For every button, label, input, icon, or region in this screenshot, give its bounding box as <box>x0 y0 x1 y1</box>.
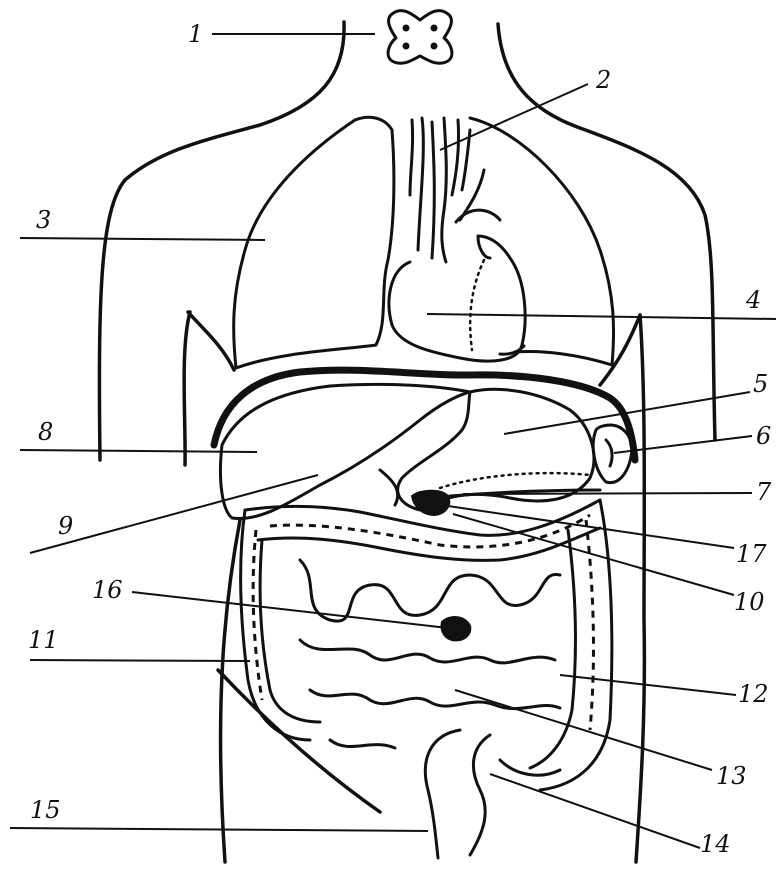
label-7: 7 <box>756 478 772 506</box>
label-3: 3 <box>36 206 51 234</box>
label-17: 17 <box>736 540 767 568</box>
label-6: 6 <box>756 422 771 450</box>
small-intestine <box>300 560 560 748</box>
heart <box>389 236 525 361</box>
label-5: 5 <box>753 370 768 398</box>
thyroid <box>388 11 452 64</box>
label-2: 2 <box>595 66 611 94</box>
label-15: 15 <box>30 796 61 824</box>
spleen <box>593 425 632 483</box>
descending-colon <box>530 500 612 790</box>
label-4: 4 <box>745 286 761 314</box>
label-10: 10 <box>734 588 765 616</box>
label-12: 12 <box>738 680 769 708</box>
label-1: 1 <box>188 20 203 48</box>
label-13: 13 <box>716 762 747 790</box>
label-14: 14 <box>700 830 731 858</box>
trachea-vessels <box>410 118 500 262</box>
body-outline <box>99 22 715 862</box>
label-16: 16 <box>92 576 123 604</box>
number-labels: 1 2 3 4 5 6 7 8 9 10 11 12 13 14 15 16 1… <box>28 20 772 858</box>
label-8: 8 <box>38 418 53 446</box>
label-9: 9 <box>58 512 73 540</box>
label-11: 11 <box>28 626 59 654</box>
rectum <box>425 730 560 858</box>
